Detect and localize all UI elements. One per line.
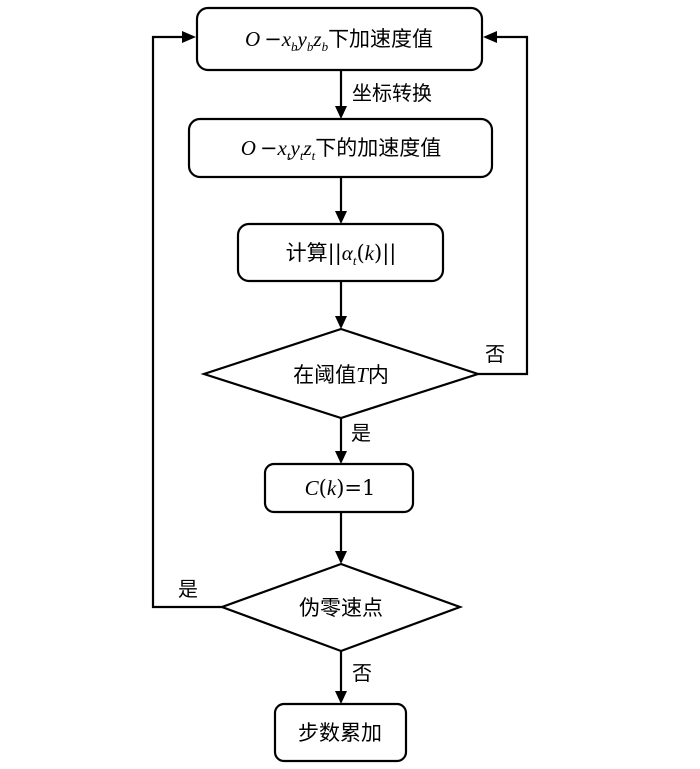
y-axis-symbol: y bbox=[288, 136, 300, 160]
node-assign-ck-label: C(k)=1 bbox=[305, 476, 376, 500]
edge-pseudo-yes-arrow bbox=[182, 31, 196, 43]
node-step-count-label: 步数累加 bbox=[298, 721, 382, 745]
node-step-count-box bbox=[273, 702, 408, 763]
z-subscript: b bbox=[322, 39, 329, 54]
edge-to-compute-arrow bbox=[335, 211, 347, 224]
node-assign-ck: C(k)=1 bbox=[263, 462, 415, 514]
edge-to-pseudo-arrow bbox=[335, 551, 347, 564]
edge-pseudo-no-label: 否 bbox=[352, 661, 372, 685]
z-subscript: t bbox=[312, 148, 316, 163]
edge-coord-transform-arrow bbox=[335, 106, 347, 119]
norm-open-bars: || bbox=[328, 241, 342, 266]
edge-threshold-no-label: 否 bbox=[485, 342, 505, 366]
node-compute-norm: 计算||αt(k)|| bbox=[236, 222, 445, 283]
threshold-prefix: 在阈值 bbox=[293, 363, 356, 387]
node-assign-ck-box bbox=[263, 462, 415, 514]
node-body-acceleration-box bbox=[195, 6, 484, 72]
body-acceleration-suffix: 下加速度值 bbox=[328, 27, 433, 51]
node-body-acceleration: O−xbybzb下加速度值 bbox=[195, 6, 484, 72]
edge-threshold-no-arrow bbox=[483, 31, 497, 43]
edge-pseudo-yes-line bbox=[151, 35, 222, 609]
z-axis-symbol: z bbox=[312, 27, 321, 51]
compute-prefix: 计算 bbox=[286, 241, 328, 265]
node-step-count: 步数累加 bbox=[273, 702, 408, 763]
edge-coord-transform-label: 坐标转换 bbox=[352, 81, 432, 105]
norm-close-bars: || bbox=[382, 241, 396, 266]
x-axis-symbol: x bbox=[281, 27, 292, 51]
paren-open: ( bbox=[319, 476, 327, 500]
y-subscript: t bbox=[300, 148, 304, 163]
alpha-symbol: α bbox=[342, 241, 354, 265]
k-symbol: k bbox=[365, 241, 375, 265]
node-nav-acceleration: O−xtytzt下的加速度值 bbox=[187, 117, 494, 179]
alpha-subscript: t bbox=[353, 253, 357, 268]
assign-value: =1 bbox=[344, 476, 375, 500]
threshold-suffix: 内 bbox=[368, 363, 389, 387]
dash-symbol: − bbox=[260, 136, 278, 160]
node-threshold-decision: 在阈值T内 bbox=[200, 327, 482, 420]
node-threshold-label: 在阈值T内 bbox=[293, 363, 389, 387]
edge-pseudo-yes-label: 是 bbox=[178, 577, 198, 601]
origin-symbol: O bbox=[241, 136, 256, 160]
x-subscript: t bbox=[287, 148, 291, 163]
paren-close: ) bbox=[374, 241, 382, 265]
edge-threshold-yes-arrow bbox=[335, 451, 347, 464]
x-axis-symbol: x bbox=[277, 136, 288, 160]
threshold-T-symbol: T bbox=[356, 363, 369, 387]
nav-acceleration-suffix: 下的加速度值 bbox=[315, 136, 441, 160]
edge-to-threshold-arrow bbox=[335, 316, 347, 329]
x-subscript: b bbox=[291, 39, 298, 54]
y-subscript: b bbox=[307, 39, 314, 54]
y-axis-symbol: y bbox=[296, 27, 308, 51]
origin-symbol: O bbox=[245, 27, 260, 51]
node-pseudo-zero-decision: 伪零速点 bbox=[218, 562, 464, 653]
edge-pseudo-no-arrow bbox=[335, 691, 347, 704]
node-nav-acceleration-label: O−xtytzt下的加速度值 bbox=[241, 136, 442, 163]
C-symbol: C bbox=[305, 476, 320, 500]
k-symbol: k bbox=[327, 476, 337, 500]
node-body-acceleration-label: O−xbybzb下加速度值 bbox=[245, 27, 433, 54]
node-compute-norm-label: 计算||αt(k)|| bbox=[286, 241, 397, 268]
edge-threshold-no-line bbox=[478, 35, 529, 376]
paren-close: ) bbox=[336, 476, 344, 500]
dash-symbol: − bbox=[264, 27, 282, 51]
z-axis-symbol: z bbox=[302, 136, 311, 160]
edge-threshold-yes-label: 是 bbox=[351, 421, 371, 445]
node-pseudo-zero-label: 伪零速点 bbox=[299, 596, 383, 620]
paren-open: ( bbox=[356, 241, 364, 265]
